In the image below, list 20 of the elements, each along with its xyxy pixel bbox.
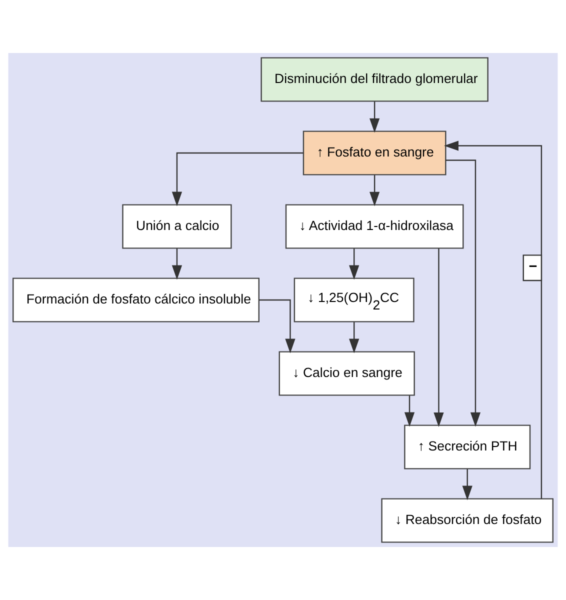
node-box: ↓ Reabsorción de fosfato bbox=[381, 498, 554, 543]
arrow bbox=[434, 248, 444, 427]
node-box: ↑ Secreción PTH bbox=[404, 424, 531, 470]
node-box: ↓ Actividad 1-α-hidroxilasa bbox=[285, 204, 464, 249]
arrow bbox=[462, 469, 472, 500]
node-box: ↑ Fosfato en sangre bbox=[302, 130, 446, 176]
arrow bbox=[172, 152, 304, 206]
edge-label: − bbox=[528, 258, 538, 275]
node-box: Formación de fosfato cálcico insoluble bbox=[12, 278, 260, 322]
arrow bbox=[370, 102, 380, 133]
node-box: Disminución del filtrado glomerular bbox=[260, 57, 488, 102]
arrow bbox=[349, 248, 360, 280]
arrow bbox=[370, 175, 380, 206]
node-box: ↓ Calcio en sangre bbox=[278, 351, 415, 396]
arrow bbox=[172, 248, 182, 280]
arrow bbox=[446, 160, 481, 427]
arrow bbox=[259, 299, 296, 354]
arrow bbox=[349, 322, 360, 354]
arrow bbox=[404, 396, 415, 427]
node-box: Unión a calcio bbox=[122, 204, 232, 249]
